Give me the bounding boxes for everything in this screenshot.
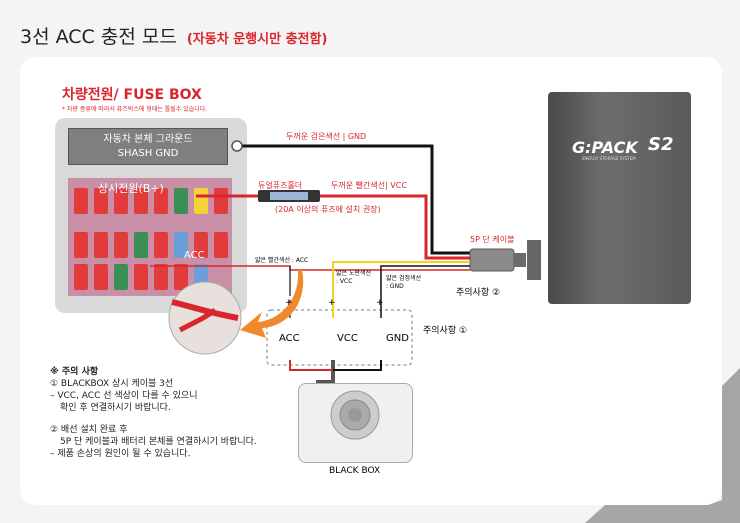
plus-sign: +	[376, 298, 384, 308]
fuse-icon	[134, 232, 148, 258]
fuse-holder-body-icon	[270, 192, 308, 200]
fuse-icon	[114, 264, 128, 290]
fuse-icon	[154, 232, 168, 258]
gpack-brand: G:PACK	[572, 138, 638, 157]
gnd-thin-wire	[380, 265, 470, 300]
fuse-icon	[174, 188, 188, 214]
notes-line: – VCC, ACC 선 색상이 다를 수 있으니	[50, 391, 198, 401]
blackbox-device	[298, 383, 413, 463]
fuse-icon	[154, 264, 168, 290]
vcc-thin-wire	[332, 261, 470, 300]
fuse-box-note: * 차량 종류에 따라서 퓨즈박스에 형태는 틀릴수 있습니다.	[62, 106, 208, 113]
fuse-icon	[114, 188, 128, 214]
plus-sign: +	[285, 298, 293, 308]
gnd-thin-label-1: 얇은 검정색선	[386, 275, 422, 282]
camera-lens-icon	[330, 390, 380, 440]
vcc-thin-label: 얇은 노란색선 : VCC	[336, 270, 371, 286]
notes-block: ※ 주의 사항 ① BLACKBOX 상시 케이블 3선 – VCC, ACC …	[50, 366, 257, 460]
fuse-icon	[114, 232, 128, 258]
fuse-icon	[214, 232, 228, 258]
fuse-icon	[174, 232, 188, 258]
terminal-box	[266, 309, 413, 366]
gpack-battery: G:PACK S2 ENERGY STORAGE SYSTEM	[548, 92, 691, 304]
fuse-icon	[134, 264, 148, 290]
gpack-tagline: ENERGY STORAGE SYSTEM	[582, 156, 636, 161]
5p-connector-icon	[469, 248, 515, 272]
notes-heading: ※ 주의 사항	[50, 367, 99, 377]
fuse-icon	[194, 232, 208, 258]
page-title: 3선 ACC 충전 모드 (자동차 운행시만 충전함)	[20, 22, 327, 49]
notes-line: 5P 단 케이블과 배터리 본체를 연결하시기 바랍니다.	[60, 437, 257, 447]
fuse-icon	[94, 264, 108, 290]
fuse-icon	[154, 188, 168, 214]
vcc-thin-label-2: : VCC	[336, 278, 353, 285]
ground-terminal-icon	[231, 140, 243, 152]
acc-fuse-label: ACC	[184, 250, 205, 261]
blackbox-label: BLACK BOX	[329, 466, 381, 476]
caution-2-label: 주의사항 ②	[456, 288, 501, 298]
vcc-wire-label: 두꺼운 빨간색선| VCC	[331, 181, 407, 190]
notes-line: – 제품 손상의 원인이 될 수 있습니다.	[50, 449, 191, 459]
gnd-thin-label-2: : GND	[386, 283, 404, 290]
page-title-main: 3선 ACC 충전 모드	[20, 26, 177, 48]
gnd-wire	[240, 144, 470, 255]
ground-label-en: SHASH GND	[117, 148, 179, 159]
fuse-box-title: 차량전원/ FUSE BOX	[62, 87, 202, 103]
ground-box: 자동차 본체 그라운드 SHASH GND	[68, 128, 228, 165]
fuse-holder-label: 듀얼퓨즈홀더	[258, 181, 303, 190]
notes-line: 확인 후 연결하시기 바랍니다.	[60, 403, 171, 413]
gnd-thin-label: 얇은 검정색선 : GND	[386, 275, 421, 291]
fuse-icon	[74, 264, 88, 290]
gpack-model-icon: S2	[648, 134, 674, 155]
fuse-icon	[74, 188, 88, 214]
5p-cable-label: 5P 단 케이블	[470, 235, 515, 244]
fuse-icon	[174, 264, 188, 290]
gnd-wire-label: 두꺼운 검은색선 | GND	[286, 132, 367, 141]
terminal-vcc: VCC	[337, 333, 358, 344]
fuse-warning-label: (20A 이상의 퓨즈에 설치 권장)	[275, 205, 381, 214]
5p-plug-icon	[514, 253, 526, 267]
ground-label-ko: 자동차 본체 그라운드	[103, 134, 193, 145]
always-on-label: 상시전원(B+)	[98, 182, 164, 195]
fuse-icon	[94, 188, 108, 214]
caution-1-label: 주의사항 ①	[423, 326, 468, 336]
fuse-photo	[68, 178, 232, 296]
page-subtitle: (자동차 운행시만 충전함)	[186, 32, 328, 47]
plus-sign: +	[328, 298, 336, 308]
acc-thin-label: 얇은 빨간색선 : ACC	[255, 257, 309, 264]
terminal-acc: ACC	[279, 333, 300, 344]
fuse-icon	[74, 232, 88, 258]
fuse-icon	[94, 232, 108, 258]
terminal-gnd: GND	[386, 333, 409, 344]
zoom-arrow-icon	[240, 270, 304, 338]
fuse-icon	[134, 188, 148, 214]
vcc-thin-label-1: 얇은 노란색선	[336, 270, 372, 277]
notes-line: ① BLACKBOX 상시 케이블 3선	[50, 379, 174, 389]
gpack-side-port	[527, 240, 541, 280]
notes-line: ② 배선 설치 완료 후	[50, 425, 128, 435]
